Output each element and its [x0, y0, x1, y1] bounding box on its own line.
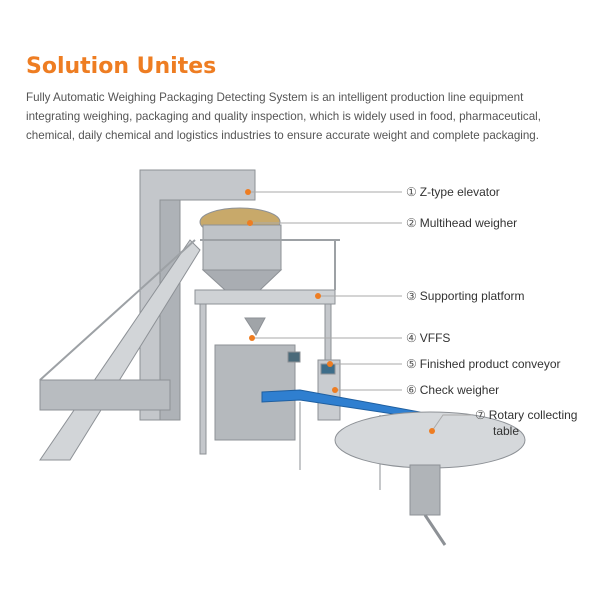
page-title: Solution Unites — [26, 54, 217, 79]
weigher-cone — [201, 269, 283, 291]
callout-number: ⑥ — [406, 383, 417, 397]
callout-dot — [245, 189, 251, 195]
callout-label: Rotary collecting — [488, 408, 578, 422]
discharge-chute — [244, 317, 266, 336]
callout-label-continued: table — [493, 424, 520, 438]
callout-label: VFFS — [419, 331, 451, 345]
stair-rail — [39, 239, 196, 381]
callout-label: Check weigher — [419, 383, 500, 397]
description: Fully Automatic Weighing Packaging Detec… — [26, 88, 592, 145]
rotary-table-leg — [423, 514, 447, 546]
callout-number: ⑤ — [406, 357, 417, 371]
supporting-platform — [194, 289, 336, 305]
callout-label: Multihead weigher — [419, 216, 518, 230]
description-line: integrating weighing, packaging and qual… — [26, 110, 541, 123]
callout-number: ② — [406, 216, 417, 230]
callout-number: ⑦ — [475, 408, 486, 422]
leader-line — [431, 414, 472, 432]
vffs-screen — [287, 351, 301, 363]
callout-label: Supporting platform — [419, 289, 525, 303]
callout-number: ① — [406, 185, 417, 199]
callout-dot — [429, 428, 435, 434]
callout-dot — [332, 387, 338, 393]
callout-dot — [249, 335, 255, 341]
platform-leg — [199, 303, 207, 455]
callout-dot — [247, 220, 253, 226]
callout-dot — [315, 293, 321, 299]
callout-dot — [327, 361, 333, 367]
multihead-weigher — [202, 224, 282, 271]
rotary-table-base — [409, 464, 441, 516]
callout-label: Finished product conveyor — [419, 357, 561, 371]
description-line: Fully Automatic Weighing Packaging Detec… — [26, 91, 524, 104]
callout-number: ③ — [406, 289, 417, 303]
description-line: chemical, daily chemical and logistics i… — [26, 129, 539, 142]
callout-number: ④ — [406, 331, 417, 345]
callout-label: Z-type elevator — [419, 185, 500, 199]
elevator-hopper — [39, 379, 171, 411]
